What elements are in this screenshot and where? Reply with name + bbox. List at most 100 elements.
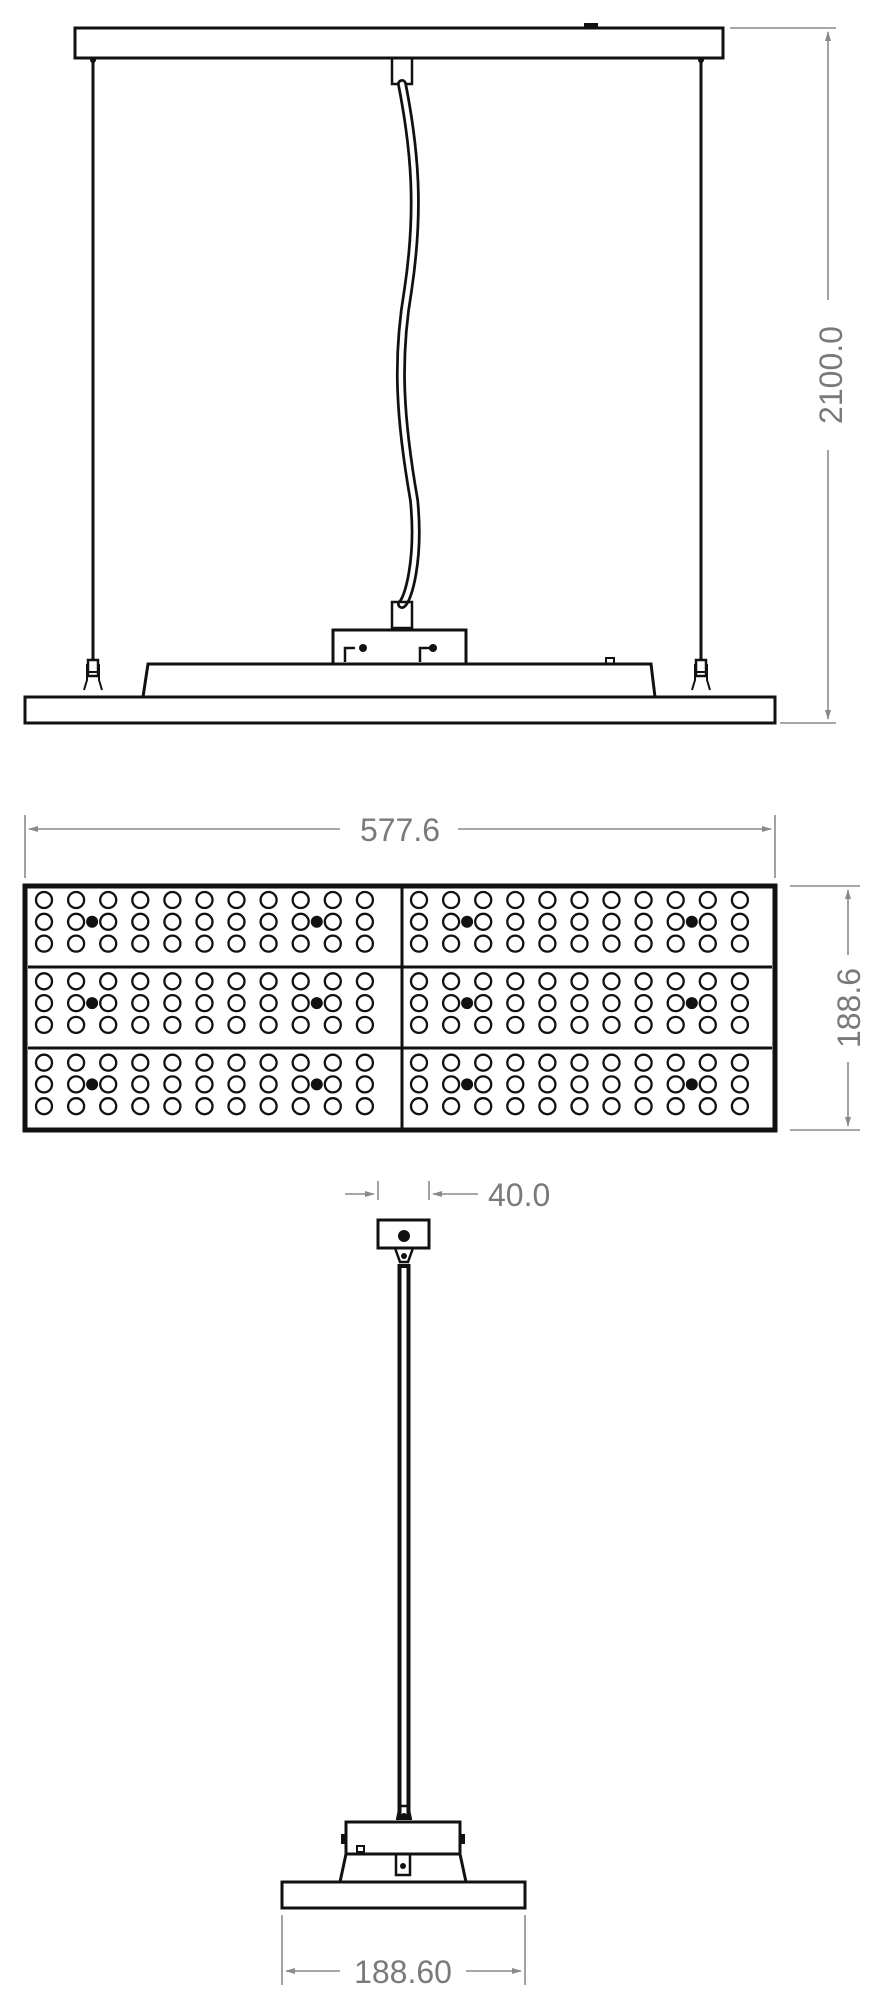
- canopy-top-nub: [584, 23, 598, 28]
- led-chip: [570, 1053, 589, 1072]
- led-chip: [441, 890, 461, 910]
- width-dimension-side-label: 188.60: [354, 1954, 452, 1990]
- mounting-screw: [685, 1078, 698, 1091]
- led-chip: [99, 890, 118, 910]
- led-chip: [323, 1075, 342, 1094]
- led-chip: [259, 1015, 278, 1035]
- led-chip: [355, 1053, 375, 1072]
- led-chip: [355, 890, 375, 910]
- led-chip: [291, 934, 310, 953]
- led-chip: [409, 1053, 429, 1072]
- led-chip: [66, 912, 86, 931]
- led-chip: [409, 890, 429, 910]
- led-chip: [259, 972, 278, 991]
- led-chip: [730, 934, 750, 953]
- led-chip: [131, 890, 150, 910]
- canopy-width-label: 40.0: [488, 1177, 550, 1213]
- led-chip: [291, 890, 310, 910]
- led-chip: [355, 912, 375, 931]
- led-chip: [506, 1015, 525, 1035]
- mounting-screw: [310, 997, 323, 1010]
- led-chip: [698, 890, 717, 910]
- led-chip: [259, 1097, 278, 1116]
- led-chip: [195, 890, 214, 910]
- led-chip: [409, 993, 429, 1013]
- led-chip: [730, 993, 750, 1013]
- led-chip: [666, 1053, 685, 1072]
- led-chip: [698, 993, 717, 1013]
- led-panel-outline: [22, 883, 778, 1133]
- led-chip: [730, 912, 750, 931]
- led-chip: [66, 934, 86, 953]
- led-chip: [34, 1053, 54, 1072]
- led-chip: [131, 1097, 150, 1116]
- side-canopy-screw: [398, 1230, 410, 1242]
- led-chip: [163, 890, 182, 910]
- led-chip: [730, 1075, 750, 1094]
- led-chip: [227, 912, 246, 931]
- led-chip: [291, 912, 310, 931]
- led-chip: [634, 993, 653, 1013]
- led-chip: [99, 1097, 118, 1116]
- driver-screw-right: [429, 644, 437, 652]
- led-chip: [34, 934, 54, 953]
- led-chip: [474, 1097, 493, 1116]
- led-chip: [506, 912, 525, 931]
- led-chip: [163, 934, 182, 953]
- led-chip: [634, 1053, 653, 1072]
- mounting-screw: [461, 915, 474, 928]
- led-chip: [291, 993, 310, 1013]
- led-chip: [34, 972, 54, 991]
- led-chip: [538, 972, 557, 991]
- led-chip: [570, 1015, 589, 1035]
- led-chip: [474, 1015, 493, 1035]
- led-chip: [698, 1075, 717, 1094]
- led-chip: [227, 1053, 246, 1072]
- led-chip: [195, 972, 214, 991]
- led-chip: [538, 1075, 557, 1094]
- led-chip: [602, 1053, 621, 1072]
- led-chip: [99, 993, 118, 1013]
- led-chip: [163, 1097, 182, 1116]
- side-view: [280, 1218, 527, 1910]
- heatsink-housing: [141, 662, 657, 698]
- led-chip: [538, 1015, 557, 1035]
- led-chip: [666, 890, 685, 910]
- led-chip: [570, 890, 589, 910]
- led-chip: [131, 912, 150, 931]
- led-chip: [291, 1075, 310, 1094]
- led-chip: [291, 972, 310, 991]
- width-dimension-side: 188.60: [281, 1915, 526, 1990]
- led-chip: [99, 912, 118, 931]
- led-chip: [259, 912, 278, 931]
- led-chip: [99, 972, 118, 991]
- led-chip: [409, 972, 429, 991]
- led-chip: [634, 972, 653, 991]
- led-chip: [163, 972, 182, 991]
- led-chip: [195, 993, 214, 1013]
- mounting-screw: [461, 997, 474, 1010]
- led-chip: [99, 1015, 118, 1035]
- led-chip: [66, 1097, 86, 1116]
- led-chip: [355, 993, 375, 1013]
- led-chip: [323, 912, 342, 931]
- led-chip: [66, 1053, 86, 1072]
- led-chip: [195, 1015, 214, 1035]
- led-chip: [474, 972, 493, 991]
- led-chip: [602, 1075, 621, 1094]
- led-chip: [195, 1053, 214, 1072]
- led-chip: [634, 1015, 653, 1035]
- led-chip: [291, 1015, 310, 1035]
- side-heatsink: [338, 1852, 468, 1883]
- led-chip: [538, 934, 557, 953]
- led-chip: [259, 993, 278, 1013]
- led-panel-front: [23, 695, 777, 725]
- led-chip: [538, 912, 557, 931]
- led-chip: [323, 972, 342, 991]
- led-chip: [163, 993, 182, 1013]
- led-chip: [730, 1015, 750, 1035]
- led-chip: [66, 1075, 86, 1094]
- led-chip: [441, 1015, 461, 1035]
- led-chip: [698, 972, 717, 991]
